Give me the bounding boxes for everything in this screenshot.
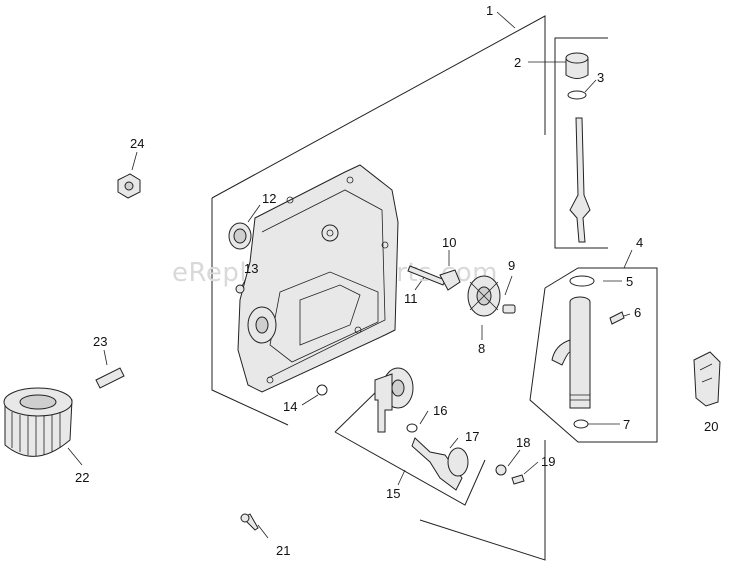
callout-24: 24 [130,136,144,151]
governor-gear [467,275,516,317]
washer-and-bolt [495,464,525,485]
bolt [240,513,259,531]
callout-14: 14 [283,399,297,414]
dipstick-cap [565,52,589,100]
callout-7: 7 [623,417,630,432]
small-o-ring [316,384,328,396]
callout-12: 12 [262,191,276,206]
callout-6: 6 [634,305,641,320]
callout-3: 3 [597,70,604,85]
callout-2: 2 [514,55,521,70]
leader-lines [67,11,711,539]
callout-17: 17 [465,429,479,444]
callout-19: 19 [541,454,555,469]
callout-10: 10 [442,235,456,250]
oil-sensor [117,173,141,199]
callout-13: 13 [244,261,258,276]
callout-5: 5 [626,274,633,289]
pump-assembly-bracket [334,387,486,506]
callout-4: 4 [636,235,643,250]
callout-9: 9 [508,258,515,273]
callout-15: 15 [386,486,400,501]
crankcase-cover [237,164,399,393]
oil-pump-assembly [374,367,469,491]
callout-23: 23 [93,334,107,349]
oil-seal [228,222,252,250]
filter-nipple [95,367,125,389]
side-bracket [693,351,721,407]
callout-22: 22 [75,470,89,485]
group-outlines [211,15,658,561]
callout-8: 8 [478,341,485,356]
dipstick-blade [569,117,591,243]
callout-11: 11 [404,291,418,306]
assembly-1-outline [211,15,546,561]
oil-fill-tube [551,275,625,429]
shaft-pin [407,265,461,291]
small-screw [235,284,245,294]
callout-numbers: 1 2 3 4 5 6 7 8 9 10 11 12 13 14 15 16 1… [75,3,718,558]
oil-filter [3,387,73,457]
tube-assembly-bracket [529,267,658,443]
callout-21: 21 [276,543,290,558]
callout-18: 18 [516,435,530,450]
dipstick-bracket [554,37,608,249]
callout-20: 20 [704,419,718,434]
callout-16: 16 [433,403,447,418]
callout-1: 1 [486,3,493,18]
